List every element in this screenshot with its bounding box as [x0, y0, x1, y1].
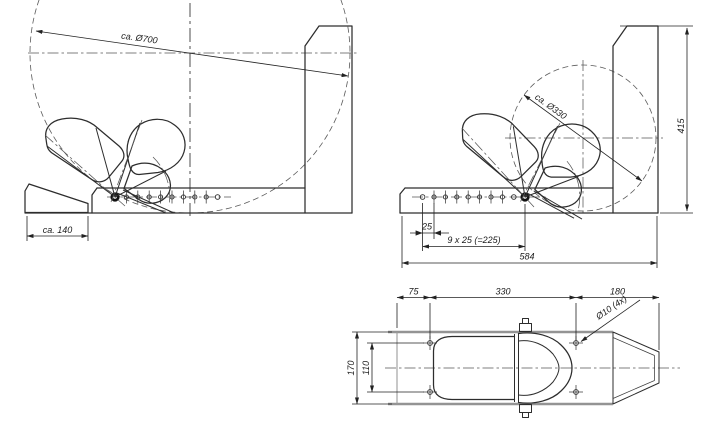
- dim-label-pitch-row: 9 x 25 (=225): [447, 235, 500, 245]
- dim-pitch-row-225: 9 x 25 (=225): [422, 204, 526, 251]
- dim-length-584: 584: [401, 216, 658, 268]
- upright-post: [612, 25, 659, 214]
- side-view-small-wheel: ca. Ø330 415 25 9 x 25 (=225) 584: [399, 25, 693, 268]
- clamp-bolt-top: [519, 318, 532, 332]
- dim-label-width: 170: [346, 360, 356, 375]
- wheel-cradle: [432, 332, 573, 404]
- dim-label-stop-block: ca. 140: [43, 225, 73, 235]
- upright-post: [304, 25, 353, 214]
- base-rail: [399, 187, 659, 214]
- side-view-large-wheel: ca. Ø700 ca. 140: [24, 0, 358, 241]
- tail-taper: [612, 331, 660, 405]
- dim-label-hole-span: 330: [495, 287, 510, 297]
- dim-label-wheel-700: ca. Ø700: [121, 31, 159, 46]
- chock-arms: [453, 110, 604, 221]
- base-rail: [24, 187, 353, 214]
- dim-label-hole-gauge: 110: [361, 361, 371, 375]
- mounting-holes: [423, 336, 583, 399]
- dim-height-415: 415: [620, 25, 693, 214]
- leader-hole-note: Ø10 (4x): [580, 293, 641, 342]
- dim-label-edge-to-holes: 75: [408, 287, 419, 297]
- dim-width-170: 170: [346, 331, 392, 405]
- dim-label-length: 584: [519, 252, 534, 262]
- dim-first-pitch-25: 25: [410, 203, 449, 251]
- front-stop-block: [24, 183, 89, 214]
- dim-hole-gauge-110: 110: [361, 342, 424, 393]
- dim-label-wheel-330: ca. Ø330: [533, 92, 568, 122]
- dim-label-tail-length: 180: [610, 287, 625, 297]
- dim-top-row: 75 330 180: [396, 287, 660, 350]
- clamp-bolt-bottom: [519, 404, 532, 418]
- dim-label-first-pitch: 25: [421, 222, 433, 232]
- top-view: 75 330 180 170 110 Ø10 (4x): [346, 287, 680, 418]
- dim-stop-block-140: ca. 140: [26, 216, 89, 241]
- dim-label-height: 415: [676, 118, 686, 134]
